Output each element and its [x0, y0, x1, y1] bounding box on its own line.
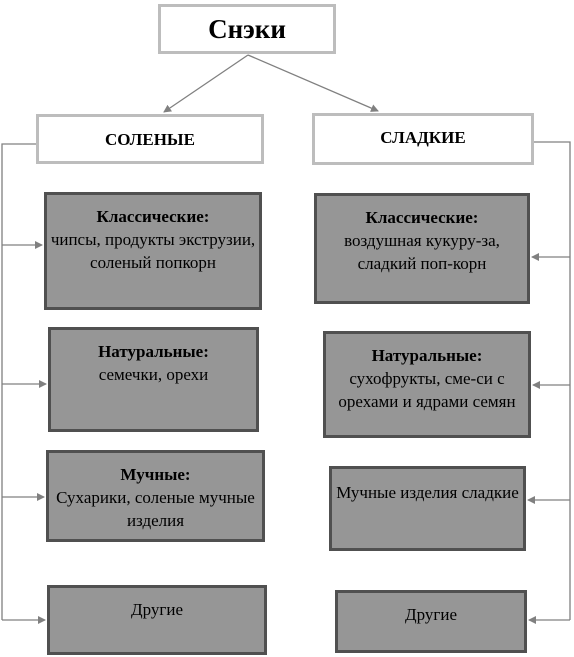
root-label: Снэки: [208, 14, 286, 44]
node-text: чипсы, продукты экструзии, соленый попко…: [50, 230, 256, 272]
node-text: Другие: [405, 605, 457, 624]
sweet-other-node: Другие: [335, 590, 527, 653]
salty-natural-node: Натуральные: семечки, орехи: [48, 327, 259, 432]
category-sweet: СЛАДКИЕ: [312, 113, 534, 165]
sweet-natural-node: Натуральные: сухофрукты, сме-си с орехам…: [323, 331, 531, 438]
salty-flour-node: Мучные: Сухарики, соленые мучные изделия: [46, 450, 265, 542]
salty-other-node: Другие: [47, 585, 267, 655]
node-title: Мучные:: [120, 465, 191, 484]
node-text: Другие: [131, 600, 183, 619]
node-text: Мучные изделия сладкие: [336, 483, 519, 502]
sweet-classic-node: Классические: воздушная кукуру-за, сладк…: [314, 193, 530, 304]
node-title: Классические:: [96, 207, 210, 226]
node-title: Классические:: [365, 208, 479, 227]
node-text: Сухарики, соленые мучные изделия: [56, 488, 255, 530]
salty-classic-node: Классические: чипсы, продукты экструзии,…: [44, 192, 262, 310]
bracket-line-salty: [1, 143, 36, 620]
category-salty: СОЛЕНЫЕ: [36, 114, 264, 164]
arrow-root-to-salty: [163, 54, 249, 113]
node-text: сухофрукты, сме-си с орехами и ядрами се…: [338, 369, 516, 411]
node-text: семечки, орехи: [98, 365, 209, 384]
sweet-flour-node: Мучные изделия сладкие: [329, 466, 526, 551]
node-text: воздушная кукуру-за, сладкий поп-корн: [344, 231, 500, 273]
root-node: Снэки: [158, 4, 336, 54]
node-title: Натуральные:: [98, 342, 209, 361]
node-title: Натуральные:: [371, 346, 483, 365]
arrow-root-to-sweet: [247, 54, 379, 112]
bracket-line-sweet: [534, 141, 571, 620]
category-salty-label: СОЛЕНЫЕ: [105, 130, 195, 149]
category-sweet-label: СЛАДКИЕ: [380, 128, 466, 147]
